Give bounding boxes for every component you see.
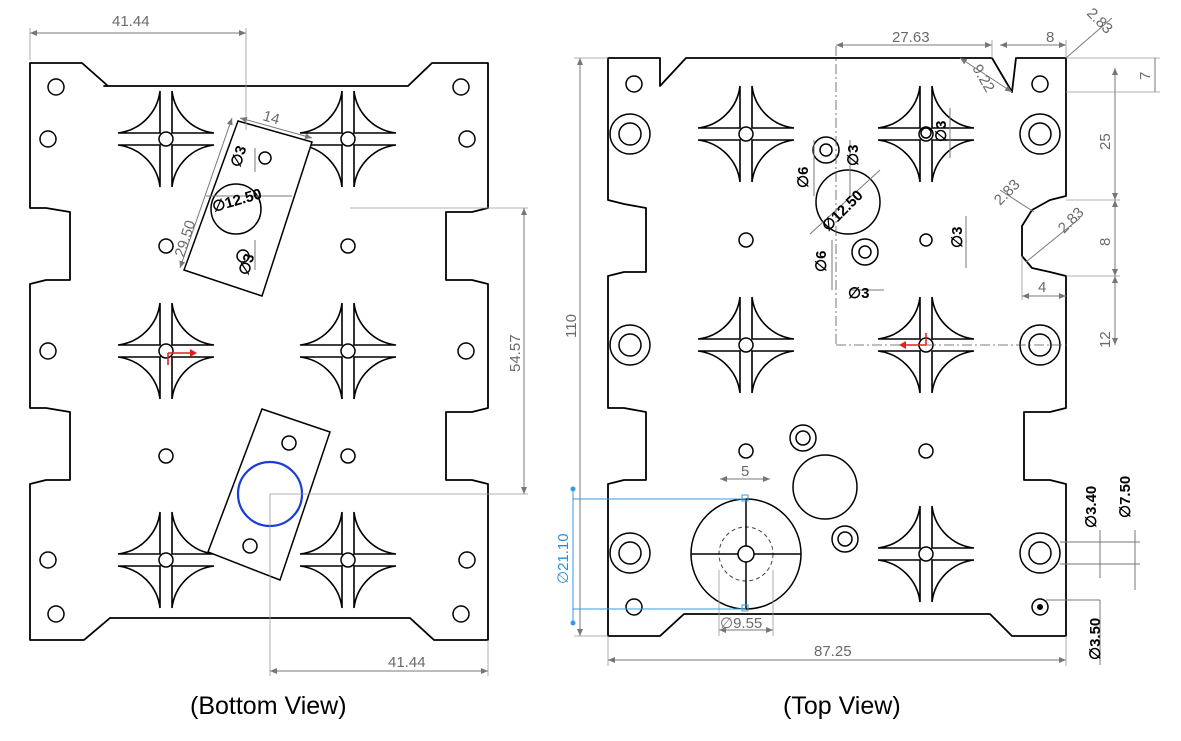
dim-top-blue-diameter: ∅21.10 bbox=[555, 533, 572, 584]
top-centerlines bbox=[835, 46, 1070, 346]
dim-top-notch: 8 bbox=[1046, 29, 1054, 46]
dim-bottom-height-right: 54.57 bbox=[507, 334, 524, 372]
dim-top-hole-slot: ∅3 bbox=[949, 227, 966, 248]
top-misc-features bbox=[789, 127, 1043, 610]
top-view bbox=[570, 17, 1160, 666]
dim-top-right-4: 4 bbox=[1038, 279, 1046, 296]
center-boss bbox=[690, 498, 802, 610]
top-plate-outline bbox=[607, 57, 1067, 637]
bottom-dimensions bbox=[29, 28, 528, 676]
dim-top-hole-boss: ∅6 bbox=[795, 167, 812, 188]
dim-top-cb-750: ∅7.50 bbox=[1117, 476, 1134, 518]
bottom-plate-outline bbox=[29, 62, 489, 641]
dim-top-350: ∅3.50 bbox=[1087, 618, 1104, 660]
dim-top-right-7: 7 bbox=[1137, 72, 1154, 80]
dim-top-overall-height: 110 bbox=[563, 314, 580, 338]
dim-top-955: ∅9.55 bbox=[720, 615, 762, 632]
dim-bottom-slot-length: 14 bbox=[261, 108, 282, 129]
dim-bottom-slot-hole-a: ∅3 bbox=[228, 144, 251, 170]
top-dimensions bbox=[570, 17, 1160, 666]
bottom-view bbox=[29, 28, 528, 676]
dim-top-overall-width: 87.25 bbox=[814, 643, 852, 660]
dim-bottom-top-width: 41.44 bbox=[112, 13, 150, 30]
dim-top-chamfer-side-b: 2.83 bbox=[1055, 204, 1088, 237]
dim-top-5: 5 bbox=[741, 463, 749, 480]
dim-top-hole-boss-inner: ∅3 bbox=[845, 145, 862, 166]
dim-top-boss-lower: ∅6 bbox=[813, 251, 830, 272]
dim-top-right-25: 25 bbox=[1097, 133, 1114, 150]
dim-top-cb-340: ∅3.40 bbox=[1083, 486, 1100, 528]
dim-top-right-12: 12 bbox=[1097, 331, 1114, 348]
dim-bottom-slot-hole-b: ∅3 bbox=[236, 252, 259, 278]
dim-top-chamfer: 2.83 bbox=[1083, 5, 1116, 38]
origin-marker-bottom bbox=[167, 349, 197, 365]
dim-top-width-top: 27.63 bbox=[892, 29, 930, 46]
dim-top-horiz-3: ∅3 bbox=[848, 285, 869, 302]
bottom-view-caption: (Bottom View) bbox=[190, 692, 347, 720]
bottom-mounting-holes bbox=[39, 78, 476, 623]
dim-bottom-bottom-width: 41.44 bbox=[388, 654, 426, 671]
dim-top-hole-small: ∅3 bbox=[933, 121, 950, 142]
origin-marker-top bbox=[899, 333, 927, 349]
top-view-caption: (Top View) bbox=[783, 692, 901, 720]
dim-top-right-8: 8 bbox=[1097, 238, 1114, 246]
